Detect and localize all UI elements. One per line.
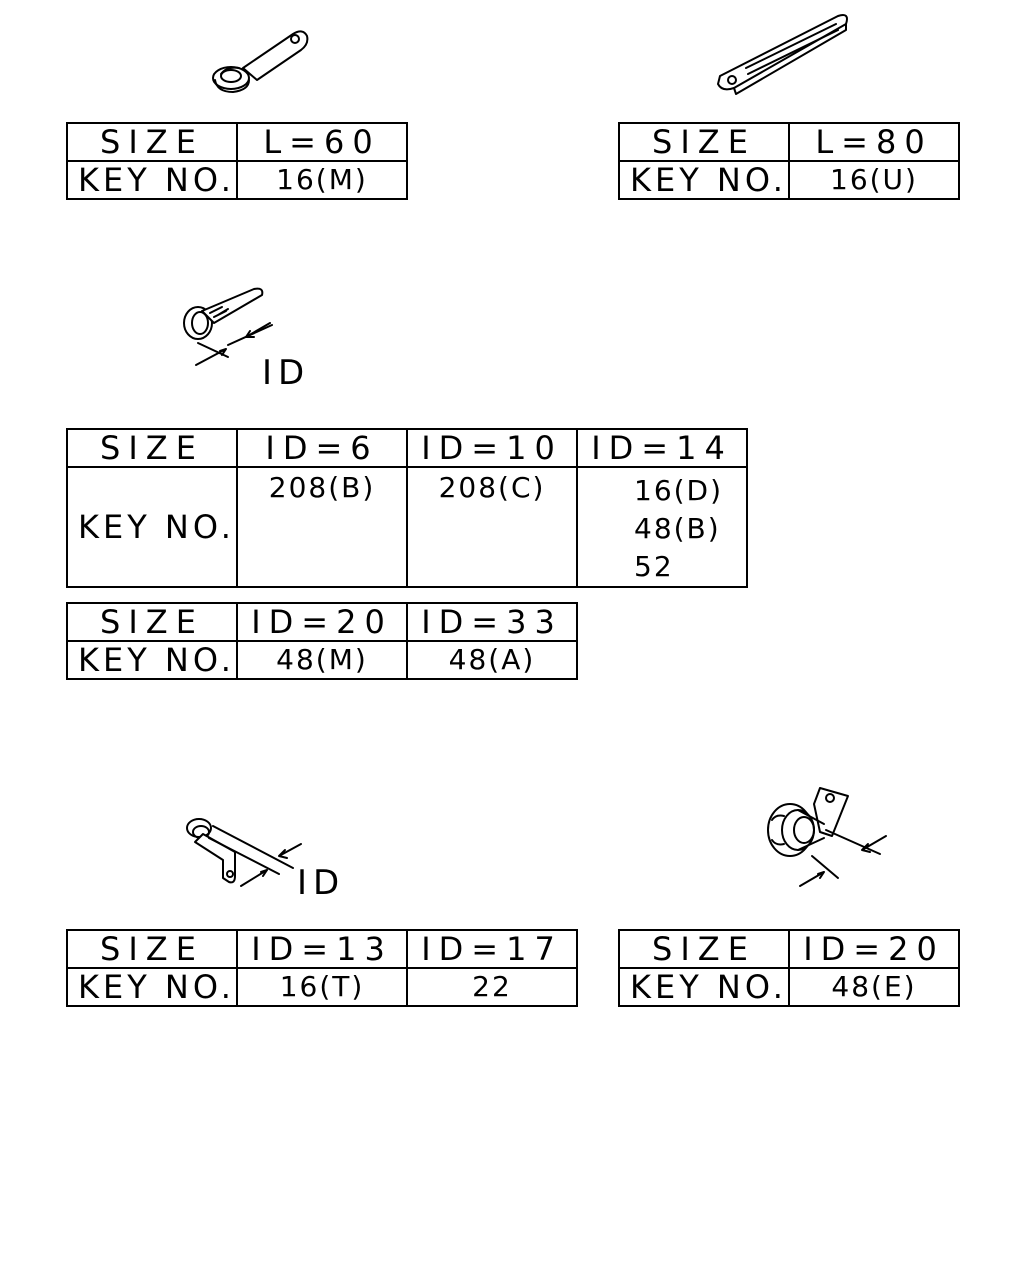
size-header: SIZE: [66, 122, 238, 162]
spec-table-l60: SIZE L=60 KEY NO. 16(M): [66, 122, 408, 200]
id-dimension-label: ID: [262, 353, 311, 393]
spec-table-bracket-clamp: SIZE ID=20 KEY NO. 48(E): [618, 929, 960, 1007]
key-no-header: KEY NO.: [66, 640, 238, 680]
size-value-id20: ID=20: [788, 929, 960, 969]
spec-table-p-clamp: SIZE ID=13 ID=17 KEY NO. 16(T) 22: [66, 929, 578, 1007]
hose-clamp-drawing: [183, 287, 273, 366]
size-value-id10: ID=10: [406, 428, 578, 468]
key-no-value: 208(C): [438, 471, 546, 504]
size-header: SIZE: [618, 122, 790, 162]
size-value-id13: ID=13: [236, 929, 408, 969]
size-value-id14: ID=14: [576, 428, 748, 468]
long-strap-clamp-drawing: [717, 14, 848, 95]
key-no-header: KEY NO.: [66, 160, 238, 200]
spec-table-l80: SIZE L=80 KEY NO. 16(U): [618, 122, 960, 200]
key-no-cell-id14: 16(D) 48(B) 52: [576, 466, 748, 588]
key-no-value: 48(E): [788, 967, 960, 1007]
size-value: L=60: [236, 122, 408, 162]
key-no-header: KEY NO.: [618, 967, 790, 1007]
key-no-value: 16(D): [634, 474, 724, 507]
size-value-id33: ID=33: [406, 602, 578, 642]
size-value-id6: ID=6: [236, 428, 408, 468]
key-no-cell-id6: 208(B): [236, 466, 408, 588]
spec-table-hose-clamp-small: SIZE ID=6 ID=10 ID=14 KEY NO. 208(B) 208…: [66, 428, 748, 588]
key-no-value: 48(M): [236, 640, 408, 680]
key-no-value: 48(A): [406, 640, 578, 680]
size-value-id17: ID=17: [406, 929, 578, 969]
key-no-cell-id10: 208(C): [406, 466, 578, 588]
size-value-id20: ID=20: [236, 602, 408, 642]
bracket-clamp-drawing: [767, 787, 887, 887]
spec-table-hose-clamp-large: SIZE ID=20 ID=33 KEY NO. 48(M) 48(A): [66, 602, 578, 680]
key-no-header: KEY NO.: [66, 466, 238, 588]
key-no-value: 52: [634, 550, 674, 583]
size-header: SIZE: [66, 428, 238, 468]
size-header: SIZE: [66, 929, 238, 969]
key-no-value: 208(B): [268, 471, 376, 504]
id-dimension-label: ID: [297, 863, 346, 903]
key-no-header: KEY NO.: [618, 160, 790, 200]
key-no-value: 16(T): [236, 967, 408, 1007]
key-no-value: 16(M): [236, 160, 408, 200]
key-no-value: 22: [406, 967, 578, 1007]
size-value: L=80: [788, 122, 960, 162]
p-clamp-drawing: [186, 818, 302, 887]
short-strap-clamp-drawing: [212, 30, 309, 93]
size-header: SIZE: [66, 602, 238, 642]
key-no-header: KEY NO.: [66, 967, 238, 1007]
key-no-value: 48(B): [634, 512, 721, 545]
key-no-value: 16(U): [788, 160, 960, 200]
size-header: SIZE: [618, 929, 790, 969]
